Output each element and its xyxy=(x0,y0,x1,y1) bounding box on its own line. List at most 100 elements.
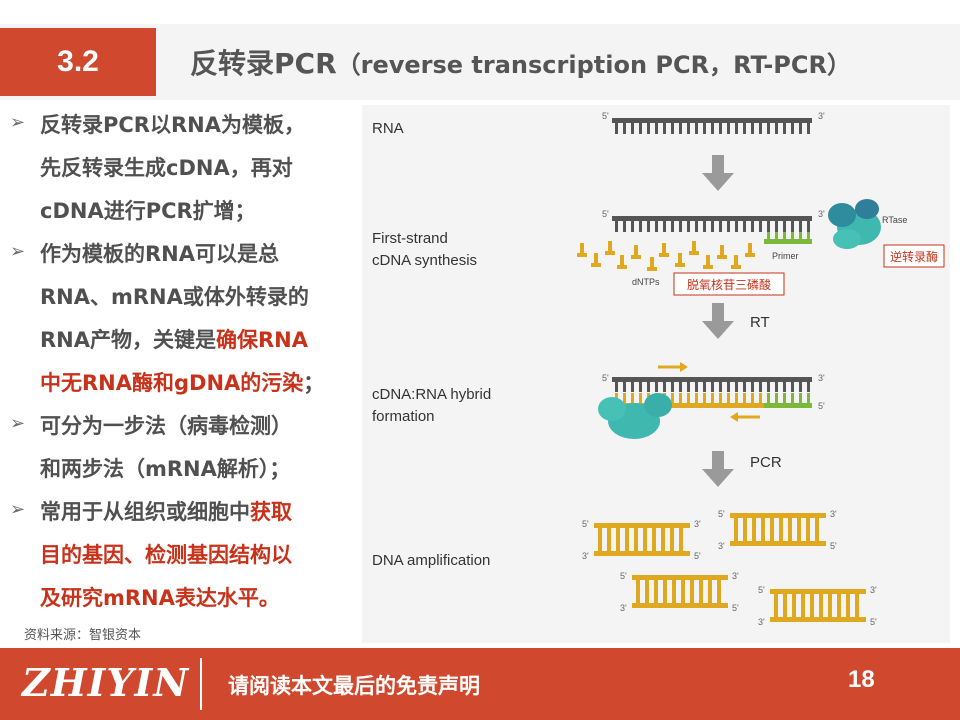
down-arrow-rt xyxy=(702,303,734,339)
rtase-enzyme xyxy=(828,199,881,249)
base-tick xyxy=(783,382,786,392)
base-tick xyxy=(751,123,754,134)
ladder-3prime: 3' xyxy=(694,519,701,529)
rna-strand-1: 5' 3' xyxy=(602,111,825,134)
dntp-mark xyxy=(659,253,669,257)
base-tick xyxy=(679,221,682,232)
base-tick xyxy=(751,221,754,232)
base-tick xyxy=(639,221,642,232)
base-tick xyxy=(703,123,706,134)
base-tick xyxy=(799,382,802,392)
ladder-rung xyxy=(652,528,656,551)
bullet-line: 反转录PCR以RNA为模板， xyxy=(40,104,305,147)
base-tick xyxy=(807,221,810,232)
base-tick xyxy=(807,382,810,392)
base-tick xyxy=(615,382,618,392)
base-tick xyxy=(783,393,786,403)
rna-3prime: 3' xyxy=(818,111,825,121)
ladder-top-strand xyxy=(632,575,728,580)
ladder-top-strand xyxy=(730,513,826,518)
base-tick xyxy=(631,123,634,134)
ladder-rung xyxy=(819,594,823,617)
body-text: 作为模板的RNA可以是总 xyxy=(40,242,279,266)
brand-logo: ZHIYIN xyxy=(22,660,190,705)
base-tick xyxy=(775,221,778,232)
dntp-mark xyxy=(745,253,755,257)
dntp-mark xyxy=(706,255,710,265)
ladder-bottom-strand xyxy=(594,551,690,556)
base-tick xyxy=(727,221,730,232)
section-number: 3.2 xyxy=(0,28,156,96)
rna-5prime: 5' xyxy=(602,111,609,121)
primer-bases xyxy=(767,232,810,239)
base-tick xyxy=(663,221,666,232)
hybrid-rna-backbone xyxy=(612,377,812,382)
base-tick xyxy=(631,382,634,392)
ladder-5prime: 5' xyxy=(758,585,765,595)
ladder-rung xyxy=(654,580,658,603)
base-tick xyxy=(783,123,786,134)
ladder-rung xyxy=(598,528,602,551)
ladder-rung xyxy=(661,528,665,551)
ladder-rung xyxy=(616,528,620,551)
body-text: 常用于从组织或细胞中 xyxy=(40,500,250,524)
base-tick xyxy=(679,382,682,392)
base-tick xyxy=(679,123,682,134)
fs-3prime: 3' xyxy=(818,209,825,219)
ladder-rung xyxy=(806,518,810,541)
base-tick xyxy=(743,382,746,392)
dntp-mark xyxy=(577,253,587,257)
base-tick xyxy=(807,232,810,239)
label-hybrid: cDNA:RNA hybrid xyxy=(372,386,491,403)
base-tick xyxy=(767,221,770,232)
body-text: 反转录PCR以RNA为模板， xyxy=(40,113,305,137)
ladder-rung xyxy=(774,594,778,617)
base-tick xyxy=(783,221,786,232)
footer-bar xyxy=(0,648,960,720)
highlight-text: 确保RNA xyxy=(216,328,308,352)
ladder-rung xyxy=(801,594,805,617)
label-dna-amplification: DNA amplification xyxy=(372,552,490,569)
source-note: 资料来源：智银资本 xyxy=(24,628,142,643)
base-tick xyxy=(687,221,690,232)
base-tick xyxy=(687,393,690,403)
dntp-mark xyxy=(678,253,682,263)
base-tick xyxy=(631,393,634,403)
bullet-text: 常用于从组织或细胞中获取目的基因、检测基因结构以及研究mRNA表达水平。 xyxy=(40,491,292,620)
ladder-rung xyxy=(788,518,792,541)
dntp-mark xyxy=(591,263,601,267)
dntp-mark xyxy=(717,255,727,259)
ladder-3prime-bottom: 3' xyxy=(620,603,627,613)
hy-3prime: 3' xyxy=(818,373,825,383)
ladder-rung xyxy=(681,580,685,603)
dntp-mark xyxy=(647,267,657,271)
base-tick xyxy=(727,382,730,392)
bullet-arrow-icon: ➢ xyxy=(10,112,26,133)
fs-5prime: 5' xyxy=(602,209,609,219)
bullet-arrow-icon: ➢ xyxy=(10,499,26,520)
template-rna-bases xyxy=(615,221,810,232)
rna-backbone xyxy=(612,118,812,123)
bullet-line: RNA、mRNA或体外转录的 xyxy=(40,276,324,319)
title-subtitle: （reverse transcription PCR，RT-PCR） xyxy=(336,51,851,79)
ladder-5prime-bottom: 5' xyxy=(830,541,837,551)
body-text: 先反转录生成cDNA，再对 xyxy=(40,156,293,180)
ladder-rung xyxy=(717,580,721,603)
base-tick xyxy=(783,232,786,239)
rt-pcr-diagram-svg: RNA First-strand cDNA synthesis cDNA:RNA… xyxy=(372,111,945,627)
base-tick xyxy=(751,382,754,392)
base-tick xyxy=(799,123,802,134)
ladder-rung xyxy=(837,594,841,617)
dntp-mark xyxy=(580,243,584,253)
dntp-mark xyxy=(620,255,624,265)
bullet-line: cDNA进行PCR扩增； xyxy=(40,190,305,233)
ladder-rung xyxy=(797,518,801,541)
base-tick xyxy=(807,393,810,403)
footer-divider xyxy=(200,658,202,710)
ladder-top-strand xyxy=(770,589,866,594)
ladder-rung xyxy=(645,580,649,603)
base-tick xyxy=(655,221,658,232)
ladder-3prime: 3' xyxy=(830,509,837,519)
base-tick xyxy=(799,221,802,232)
ladder-5prime: 5' xyxy=(620,571,627,581)
